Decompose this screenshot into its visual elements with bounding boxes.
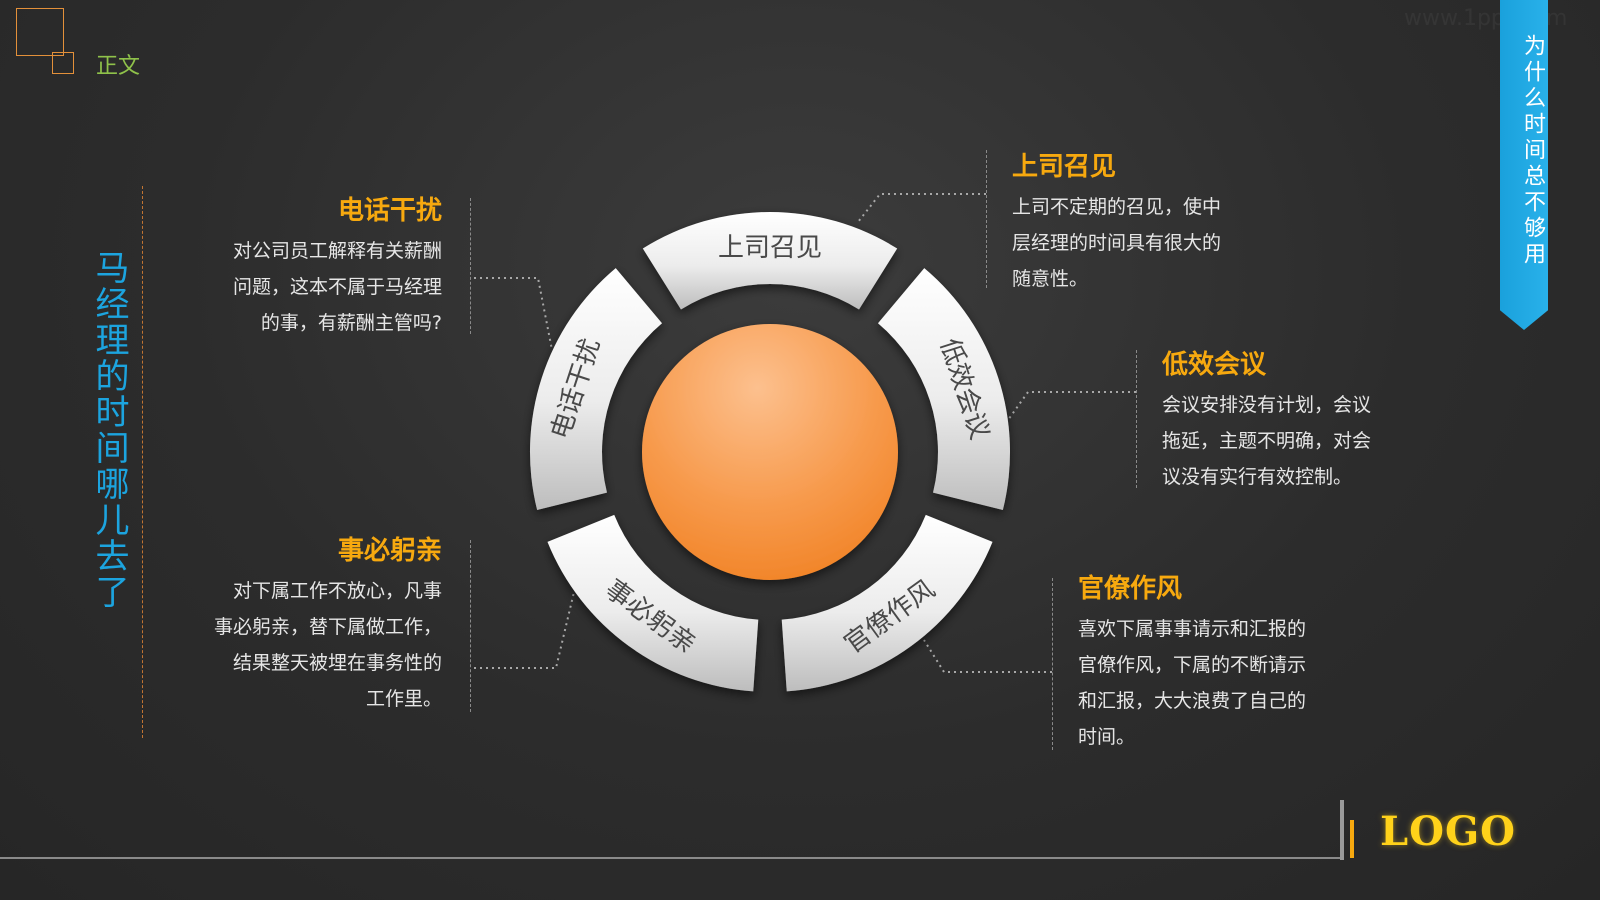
ring-segment — [781, 514, 993, 692]
block-bureau-line: 喜欢下属事事请示和汇报的 — [1078, 618, 1307, 640]
ring-segment — [642, 212, 898, 310]
block-boss-line: 随意性。 — [1012, 268, 1089, 290]
ring-segment — [530, 268, 663, 511]
section-label: 正文 — [96, 54, 141, 79]
corner-square-large — [16, 8, 64, 56]
block-personal-line: 结果整天被埋在事务性的 — [232, 652, 442, 674]
block-phone-line: 问题，这本不属于马经理 — [232, 276, 442, 298]
block-phone-line: 对公司员工解释有关薪酬 — [232, 240, 442, 262]
block-bureau-body: 喜欢下属事事请示和汇报的 官僚作风，下属的不断请示 和汇报，大大浪费了自己的 时… — [1078, 611, 1388, 755]
block-phone-title: 电话干扰 — [337, 196, 442, 226]
logo: LOGO — [1380, 808, 1516, 855]
block-boss-line: 层经理的时间具有很大的 — [1012, 232, 1222, 254]
block-boss-title: 上司召见 — [1012, 152, 1117, 182]
title-ribbon: 为什么时间总不够用 — [1500, 0, 1548, 330]
ring-segment — [877, 268, 1011, 511]
block-phone-body: 对公司员工解释有关薪酬 问题，这本不属于马经理 的事，有薪酬主管吗? — [180, 233, 442, 341]
block-meeting-title: 低效会议 — [1162, 350, 1267, 380]
block-boss-divider — [986, 150, 987, 288]
block-meeting-line: 议没有实行有效控制。 — [1162, 466, 1353, 488]
block-boss: 上司召见 上司不定期的召见，使中 层经理的时间具有很大的 随意性。 — [1012, 146, 1302, 297]
block-bureau-divider — [1052, 578, 1053, 750]
block-phone-line: 的事，有薪酬主管吗? — [260, 312, 442, 334]
block-personal-divider — [470, 540, 471, 712]
block-bureau: 官僚作风 喜欢下属事事请示和汇报的 官僚作风，下属的不断请示 和汇报，大大浪费了… — [1078, 568, 1388, 755]
ring-segment — [547, 514, 759, 692]
block-personal-line: 工作里。 — [365, 688, 442, 710]
block-personal-line: 事必躬亲，替下属做工作， — [213, 616, 442, 638]
corner-square-small — [52, 52, 74, 74]
logo-bar-gray — [1340, 800, 1344, 860]
block-bureau-line: 和汇报，大大浪费了自己的 — [1078, 690, 1307, 712]
block-boss-body: 上司不定期的召见，使中 层经理的时间具有很大的 随意性。 — [1012, 189, 1302, 297]
ribbon-title: 为什么时间总不够用 — [1520, 34, 1545, 268]
block-personal-line: 对下属工作不放心，凡事 — [232, 580, 442, 602]
side-divider — [142, 186, 143, 738]
block-meeting-divider — [1136, 350, 1137, 488]
connector-personal — [474, 591, 575, 669]
block-meeting-line: 会议安排没有计划，会议 — [1162, 394, 1372, 416]
footer-line — [0, 857, 1340, 859]
connector-bureau — [923, 639, 1052, 673]
connector-phone — [474, 277, 553, 351]
connector-boss — [857, 193, 986, 223]
block-personal: 事必躬亲 对下属工作不放心，凡事 事必躬亲，替下属做工作， 结果整天被埋在事务性… — [180, 530, 442, 717]
block-phone: 电话干扰 对公司员工解释有关薪酬 问题，这本不属于马经理 的事，有薪酬主管吗? — [180, 190, 442, 341]
ring-segment-label: 上司召见 — [718, 233, 822, 263]
block-personal-title: 事必躬亲 — [337, 536, 442, 566]
logo-bar-orange — [1350, 820, 1354, 858]
connector-meeting — [1007, 391, 1136, 421]
block-meeting: 低效会议 会议安排没有计划，会议 拖延，主题不明确，对会 议没有实行有效控制。 — [1162, 344, 1462, 495]
block-bureau-line: 官僚作风，下属的不断请示 — [1078, 654, 1307, 676]
block-bureau-title: 官僚作风 — [1078, 574, 1183, 604]
block-phone-divider — [470, 198, 471, 334]
center-circle — [642, 324, 898, 580]
block-meeting-body: 会议安排没有计划，会议 拖延，主题不明确，对会 议没有实行有效控制。 — [1162, 387, 1462, 495]
connector-lines — [474, 193, 1136, 673]
block-meeting-line: 拖延，主题不明确，对会 — [1162, 430, 1372, 452]
block-bureau-line: 时间。 — [1078, 726, 1136, 748]
block-boss-line: 上司不定期的召见，使中 — [1012, 196, 1222, 218]
block-personal-body: 对下属工作不放心，凡事 事必躬亲，替下属做工作， 结果整天被埋在事务性的 工作里… — [180, 573, 442, 717]
side-title: 马经理的时间哪儿去了 — [89, 250, 129, 610]
